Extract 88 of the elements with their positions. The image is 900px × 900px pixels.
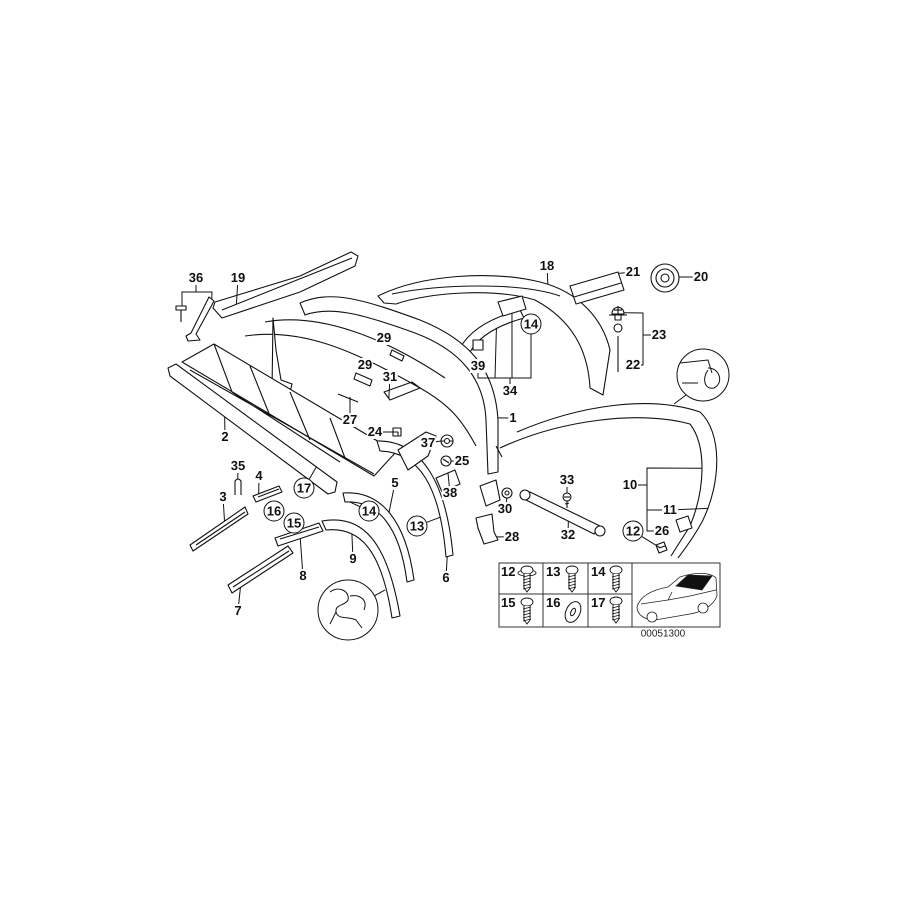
bracket	[383, 381, 421, 401]
pin	[338, 393, 358, 403]
leader-line	[300, 538, 303, 570]
callout-number: 27	[342, 413, 358, 427]
callout-number: 23	[650, 328, 668, 342]
leader-line	[506, 498, 508, 502]
leader-line	[349, 501, 360, 507]
leader-line	[258, 482, 260, 494]
callout-number: 15	[501, 596, 516, 610]
callout-number: 34	[502, 384, 518, 398]
roller	[440, 434, 454, 448]
leader-line	[568, 520, 569, 528]
callout-number: 7	[233, 604, 243, 618]
callout-number: 37	[420, 436, 436, 450]
leader-line	[388, 490, 394, 513]
leader-line	[618, 272, 626, 274]
callout-number: 9	[348, 552, 358, 566]
leader-line	[237, 472, 238, 480]
callout-number: 31	[382, 370, 398, 384]
leader-line	[678, 508, 708, 510]
leader-line	[426, 516, 441, 523]
trim-strip	[227, 545, 294, 594]
bracket	[185, 296, 215, 342]
leader-line	[236, 284, 238, 305]
callout-number: 29	[356, 358, 374, 372]
leader-line	[640, 334, 652, 366]
callout-number: 13	[546, 565, 560, 579]
drawing-number: 00051300	[640, 628, 686, 640]
trim-strip	[252, 485, 283, 503]
leader-line	[388, 384, 390, 399]
callout-number: 19	[230, 271, 246, 285]
leader-line	[496, 536, 504, 538]
leader-line	[638, 484, 654, 532]
trim-strip	[212, 251, 359, 319]
coil-roll	[650, 263, 680, 293]
callout-number: 22	[624, 358, 642, 372]
trim-strip	[189, 506, 249, 552]
callout-number: 4	[254, 469, 264, 483]
callout-number: 14	[358, 500, 380, 522]
clip	[234, 478, 242, 495]
leader-line	[678, 276, 694, 278]
bracket	[475, 513, 499, 545]
callout-number: 25	[454, 454, 470, 468]
callout-number: 3	[218, 490, 228, 504]
leader-line	[566, 486, 568, 494]
wheel-arch-strip	[321, 519, 401, 619]
screw	[175, 305, 187, 322]
callout-number: 24	[366, 425, 384, 439]
callout-number: 29	[376, 331, 392, 345]
bushing	[440, 455, 452, 467]
callout-number: 14	[591, 565, 606, 579]
seal-strip	[496, 403, 718, 558]
callout-number: 15	[284, 512, 304, 534]
callout-number: 36	[188, 271, 204, 285]
roof-bow	[377, 275, 611, 396]
strap	[497, 295, 527, 317]
callout-number: 16	[546, 596, 560, 610]
leader-line	[222, 504, 226, 522]
leader-line	[224, 416, 226, 430]
leader-line	[497, 417, 509, 418]
leader-line	[436, 440, 442, 442]
callout-number: 17	[294, 478, 314, 498]
clip	[392, 427, 402, 437]
callout-number: 16	[264, 500, 284, 522]
callout-number: 35	[230, 459, 246, 473]
leader-line	[238, 586, 241, 604]
cap	[609, 306, 627, 321]
leader-line	[447, 472, 450, 486]
callout-number: 21	[624, 265, 642, 279]
callout-number: 17	[591, 596, 606, 610]
callout-number: 18	[538, 259, 556, 273]
leader-line	[446, 556, 448, 572]
callout-number: 6	[441, 571, 451, 585]
callout-number: 38	[442, 486, 458, 500]
leader-line	[546, 272, 548, 285]
callout-number: 8	[298, 569, 308, 583]
leader-line	[308, 466, 317, 480]
callout-number: 14	[520, 314, 542, 334]
callout-number: 12	[501, 565, 516, 579]
leader-line	[351, 533, 354, 552]
callout-number: 2	[220, 430, 230, 444]
leader-line	[641, 536, 660, 548]
leader-line	[196, 284, 213, 300]
callout-number: 13	[406, 516, 428, 536]
callout-number: 20	[692, 270, 710, 284]
screw	[562, 492, 572, 508]
callout-number: 5	[390, 476, 400, 490]
pad	[569, 271, 625, 305]
